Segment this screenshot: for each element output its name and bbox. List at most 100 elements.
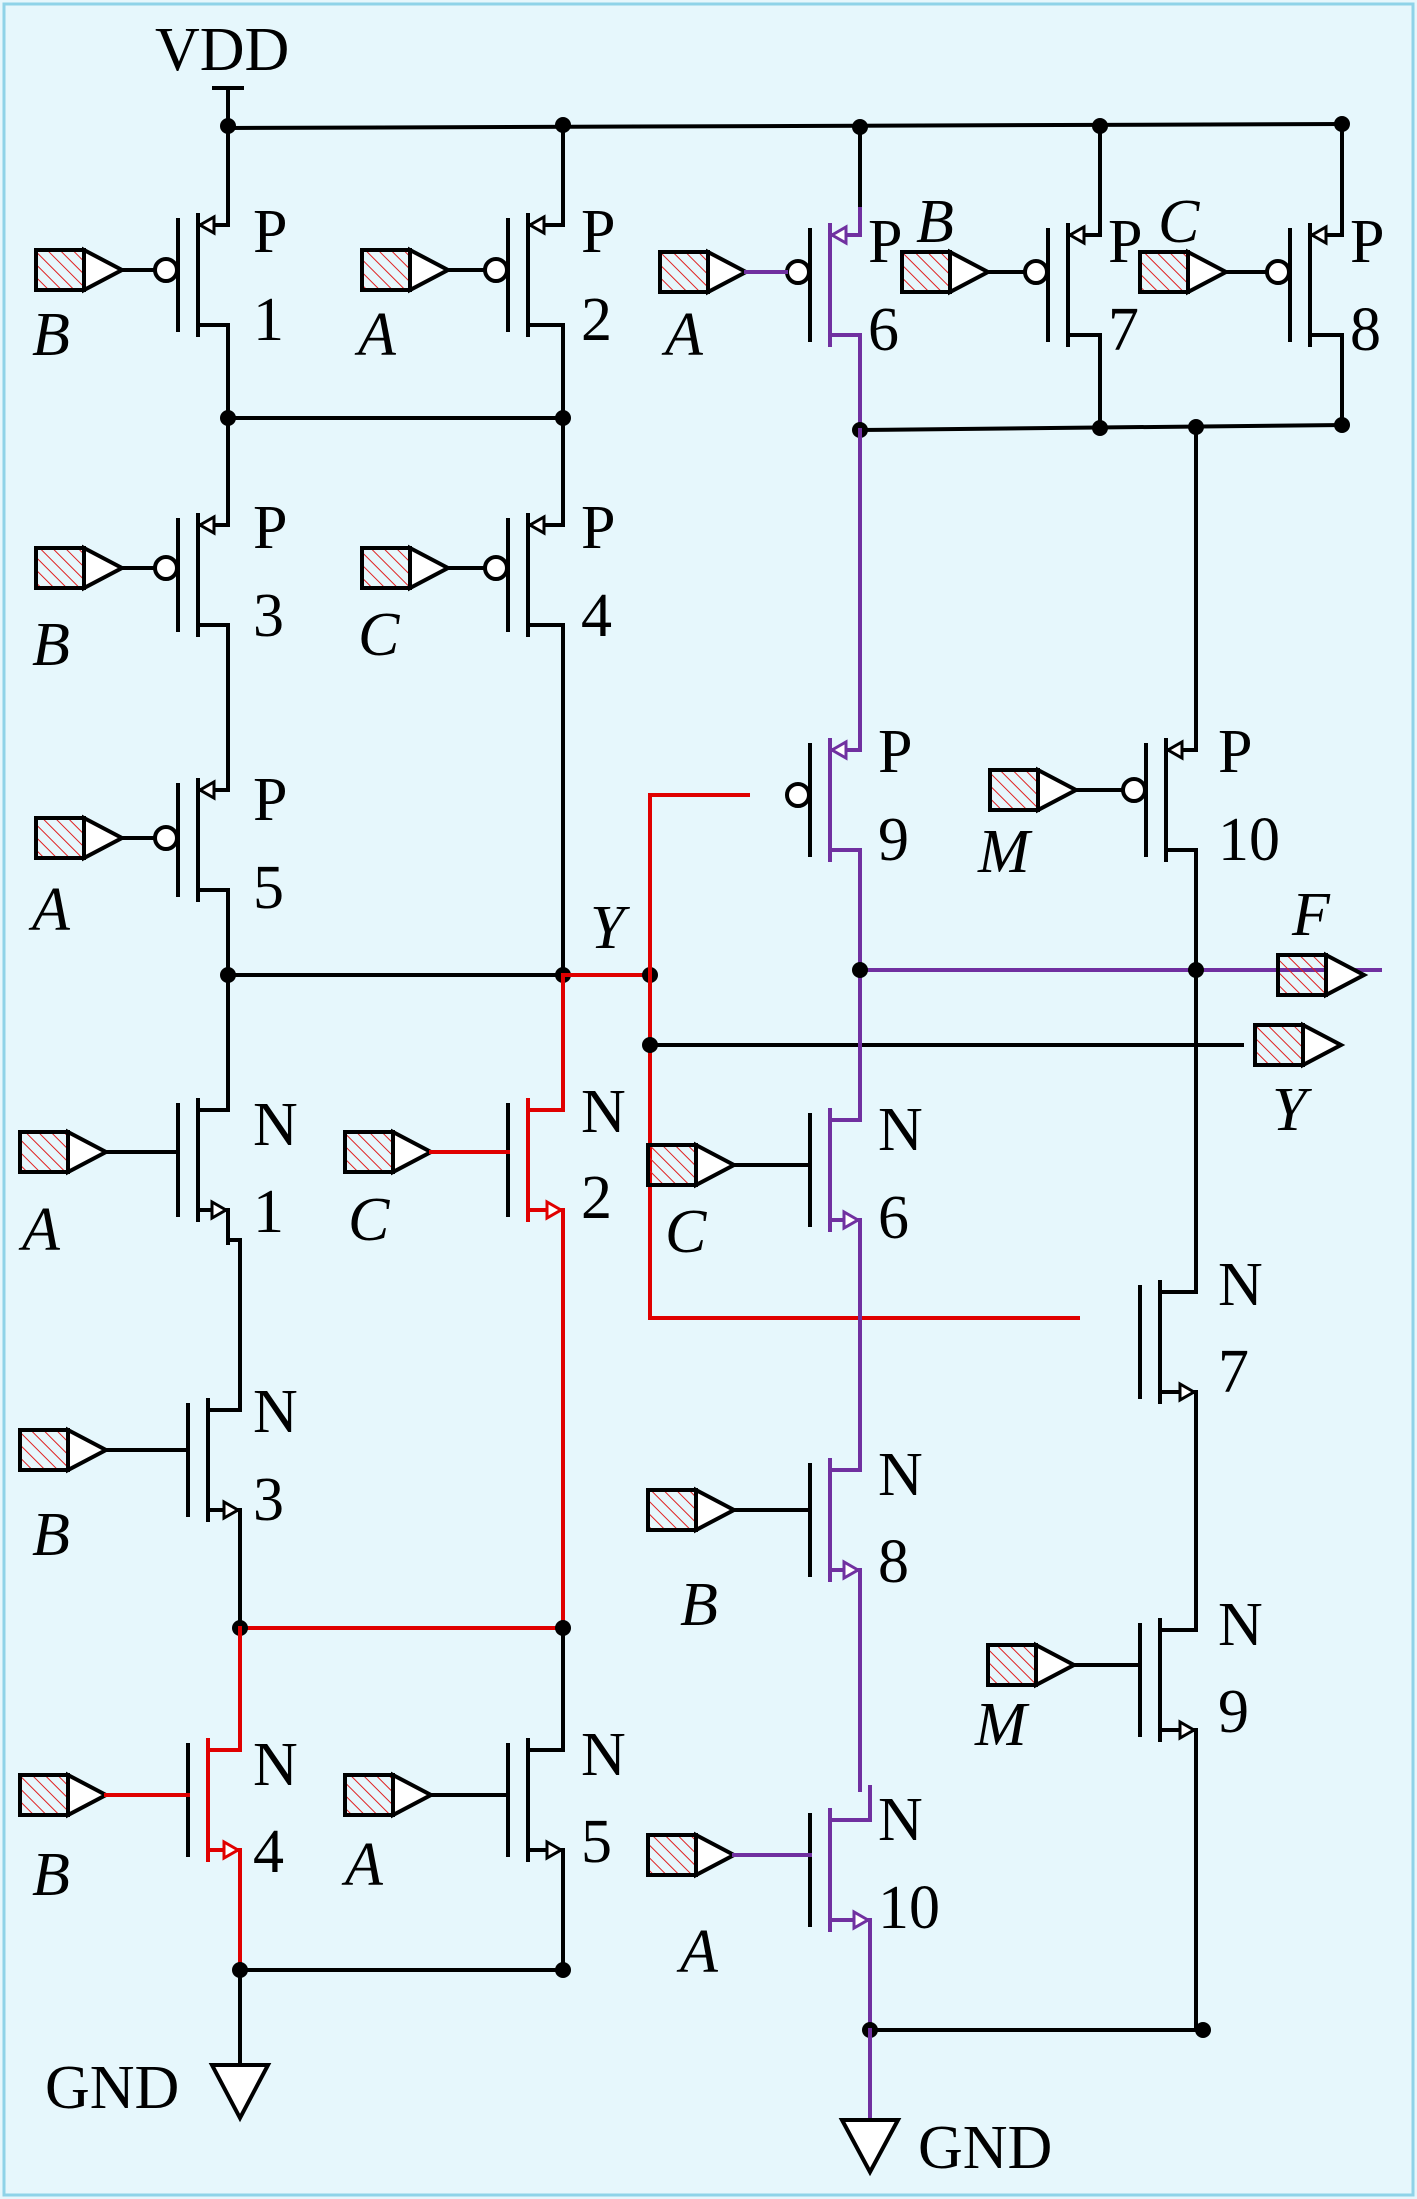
drain-lead (528, 1075, 565, 1112)
input-port-icon (34, 248, 86, 292)
drain-lead (528, 323, 565, 360)
drain-lead (528, 623, 565, 660)
transistor-n4: N 4 B (32, 1731, 298, 1909)
p9-gate-wire (648, 793, 750, 975)
vdd-rail (225, 121, 1345, 131)
gnd-label-right: GND (918, 2114, 1052, 2182)
arrow-icon (210, 1199, 230, 1221)
transistor-type: N (878, 1441, 923, 1509)
arrow-icon (196, 214, 216, 236)
inversion-bubble-icon (483, 555, 509, 581)
gate-input-label: B (916, 188, 954, 256)
output-f-port-icon (1276, 953, 1328, 997)
drain-lead (830, 1085, 862, 1122)
inversion-bubble-icon (1265, 259, 1291, 285)
drain-lead (830, 333, 862, 370)
transistor-type: N (253, 1091, 298, 1159)
transistor-type: N (878, 1786, 923, 1854)
input-port-icon (900, 250, 952, 294)
arrow-icon (196, 514, 216, 536)
transistor-type: N (581, 1078, 626, 1146)
transistor-type: N (253, 1731, 298, 1799)
vdd-label: VDD (155, 16, 289, 84)
transistor-type: P (253, 766, 287, 834)
transistor-n10: N 10 A (676, 1786, 940, 1986)
transistor-number: 3 (253, 582, 284, 650)
transistor-number: 4 (581, 582, 612, 650)
transistor-p3: P 3 B (32, 494, 287, 679)
transistor-number: 10 (878, 1874, 940, 1942)
transistor-n7: N 7 (1218, 1251, 1263, 1406)
junction-dot (1092, 420, 1108, 436)
gate-input-label: M (974, 1691, 1030, 1759)
port-arrow-icon (82, 246, 127, 294)
arrow-icon (526, 214, 546, 236)
port-arrow-icon (1034, 1641, 1079, 1689)
transistor-type: P (1218, 718, 1252, 786)
transistor-number: 2 (581, 1164, 612, 1232)
transistor-type: P (1350, 208, 1384, 276)
port-arrow-icon (66, 1426, 111, 1474)
arrow-icon (842, 1209, 862, 1231)
port-arrow-icon (948, 248, 993, 296)
port-arrow-icon (66, 1771, 111, 1819)
drain-lead (198, 623, 230, 660)
port-arrow-icon (1036, 766, 1081, 814)
transistor-n3: N 3 B (32, 1378, 298, 1569)
transistor-type: P (868, 208, 902, 276)
input-port-icon (658, 250, 710, 294)
transistor-p5: P 5 A (28, 766, 287, 944)
gate-input-label: B (32, 1501, 70, 1569)
transistor-number: 7 (1108, 296, 1139, 364)
transistor-p2: P 2 A (354, 198, 615, 369)
transistor-type: N (581, 1721, 626, 1789)
drain-lead (830, 1435, 862, 1472)
transistor-p10: P 10 M (977, 718, 1280, 886)
drain-lead (208, 1375, 242, 1412)
junction-dot (1334, 417, 1350, 433)
inversion-bubble-icon (1023, 259, 1049, 285)
drain-lead (198, 323, 230, 360)
drain-lead (1310, 333, 1344, 370)
output-y-label: Y (1272, 1076, 1312, 1144)
junction-dot (555, 1962, 571, 1978)
transistor-n8: N 8 B (680, 1441, 923, 1639)
transistor-number: 5 (253, 854, 284, 922)
transistor-type: N (1218, 1251, 1263, 1319)
gate-input-label: A (18, 1196, 61, 1264)
transistor-number: 10 (1218, 806, 1280, 874)
transistor-p1: P 1 B (32, 198, 287, 369)
junction-dot (852, 962, 868, 978)
input-port-icon (360, 546, 412, 590)
transistor-number: 6 (878, 1184, 909, 1252)
port-arrow-icon (694, 1486, 739, 1534)
transistor-n6: N 6 C (665, 1096, 923, 1266)
arrow-icon (222, 1499, 242, 1521)
transistor-number: 7 (1218, 1338, 1249, 1406)
transistor-number: 9 (1218, 1678, 1249, 1746)
junction-dot (642, 1037, 658, 1053)
ground-triangle-icon (838, 2118, 902, 2177)
inversion-bubble-icon (1121, 777, 1147, 803)
gate-input-label: A (28, 876, 71, 944)
transistor-type: P (1108, 208, 1142, 276)
gate-input-label: A (676, 1918, 719, 1986)
output-f-label: F (1291, 881, 1331, 949)
input-port-icon (986, 1643, 1038, 1687)
gate-input-label: B (680, 1571, 718, 1639)
arrow-icon (1178, 1719, 1198, 1741)
input-port-icon (360, 248, 412, 292)
transistor-n1: N 1 A (18, 1091, 298, 1264)
transistor-type: N (253, 1378, 298, 1446)
drain-lead (830, 848, 862, 885)
gate-input-label: C (358, 601, 400, 669)
n7-gate-wire (648, 975, 1080, 1320)
drain-lead (1068, 333, 1102, 370)
inversion-bubble-icon (483, 257, 509, 283)
arrow-icon (828, 224, 848, 246)
arrow-icon (1308, 224, 1328, 246)
transistor-number: 8 (878, 1528, 909, 1596)
transistor-number: 6 (868, 296, 899, 364)
